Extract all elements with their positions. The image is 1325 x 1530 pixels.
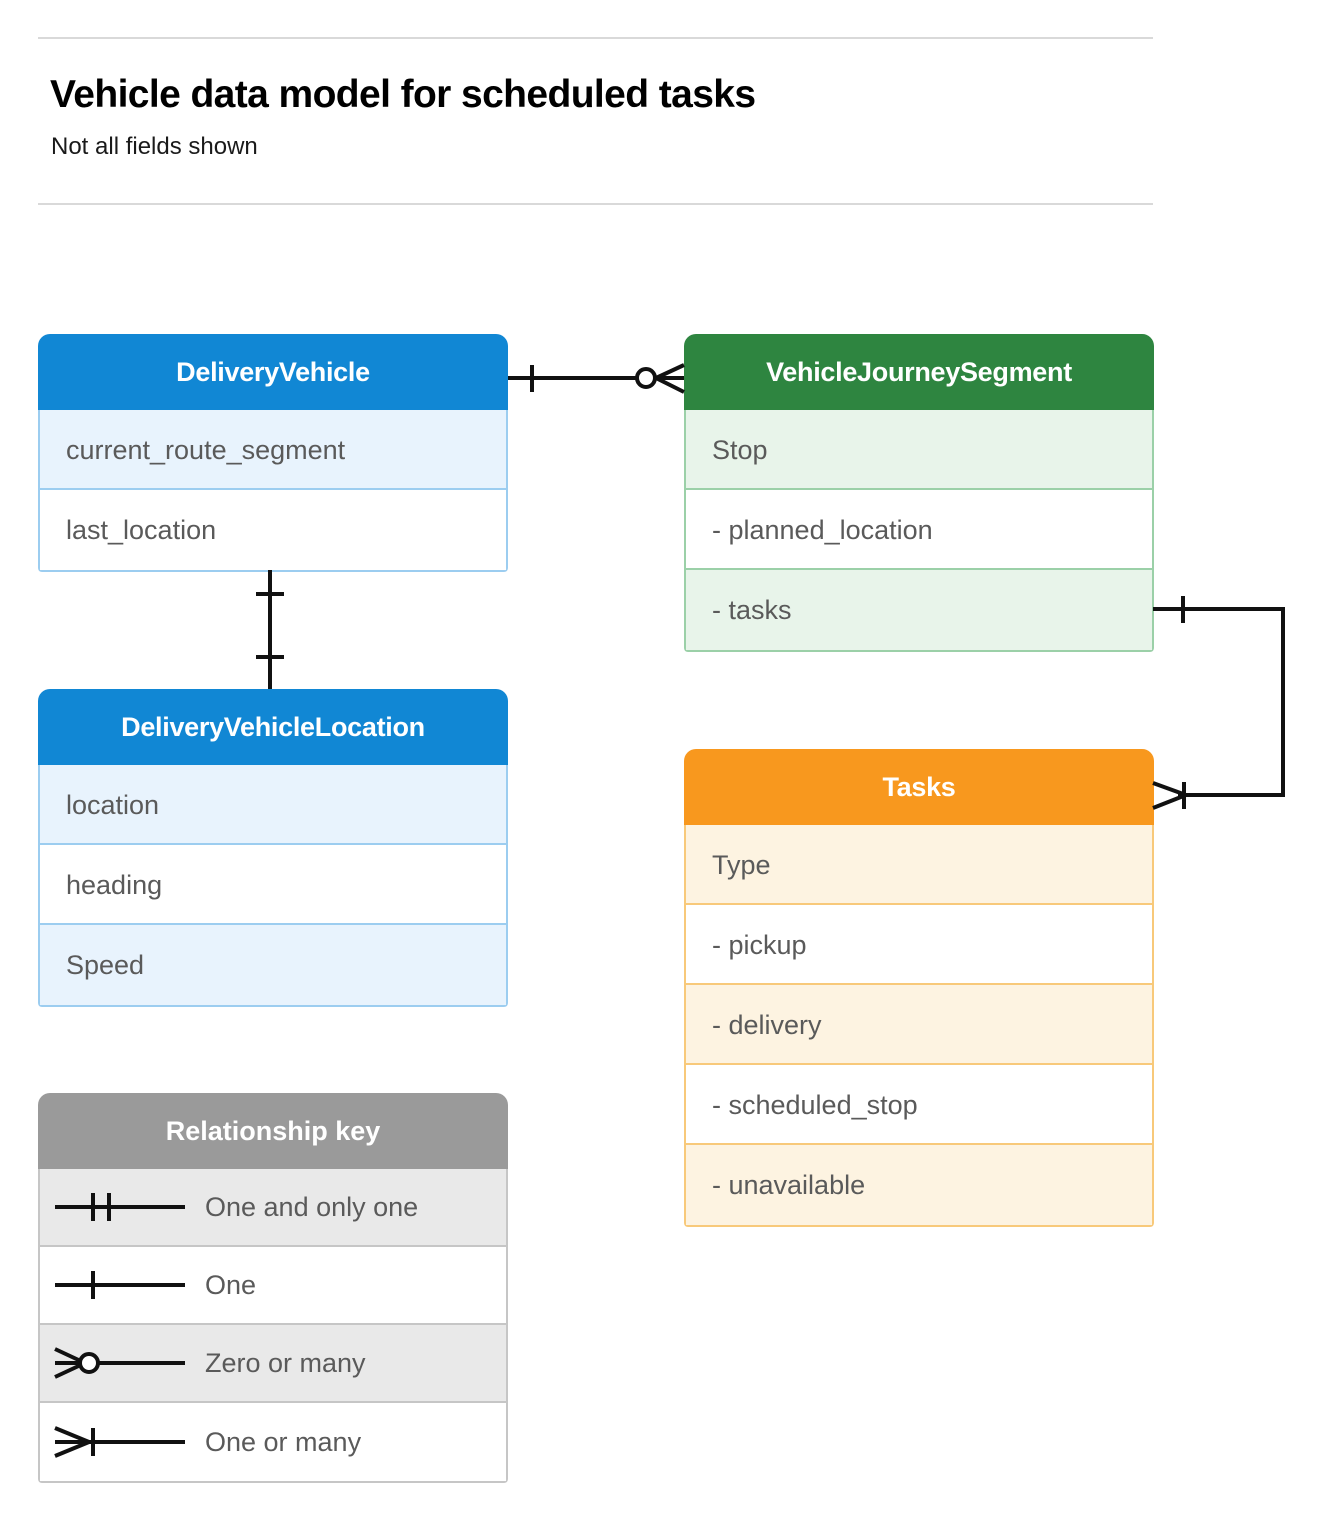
entity-field-pickup: - pickup (686, 905, 1152, 985)
legend-rows: One and only one One Zero (38, 1169, 508, 1483)
entity-header-delivery-vehicle: DeliveryVehicle (38, 334, 508, 410)
entity-rows-delivery-vehicle-location: location heading Speed (38, 765, 508, 1007)
header-divider-top (38, 37, 1153, 39)
legend-item-zero-or-many: Zero or many (40, 1325, 506, 1403)
entity-rows-vehicle-journey-segment: Stop - planned_location - tasks (684, 410, 1154, 652)
entity-field-scheduled-stop: - scheduled_stop (686, 1065, 1152, 1145)
relationship-key-legend: Relationship key One and only one One (38, 1093, 508, 1483)
entity-tasks[interactable]: Tasks Type - pickup - delivery - schedul… (684, 749, 1154, 1227)
entity-header-delivery-vehicle-location: DeliveryVehicleLocation (38, 689, 508, 765)
legend-item-one-and-only-one: One and only one (40, 1169, 506, 1247)
legend-label-one: One (205, 1269, 257, 1300)
legend-label-one-and-only-one: One and only one (205, 1191, 419, 1222)
legend-item-one-or-many: One or many (40, 1403, 506, 1481)
entity-field-current-route-segment: current_route_segment (40, 410, 506, 490)
entity-field-tasks: - tasks (686, 570, 1152, 650)
entity-rows-tasks: Type - pickup - delivery - scheduled_sto… (684, 825, 1154, 1227)
entity-field-unavailable: - unavailable (686, 1145, 1152, 1225)
connector-vehiclejourneysegment-tasks (1152, 596, 1285, 810)
entity-field-delivery: - delivery (686, 985, 1152, 1065)
entity-field-location: location (40, 765, 506, 845)
legend-label-one-or-many: One or many (205, 1426, 362, 1457)
one-or-many-icon (40, 1422, 205, 1462)
entity-field-speed: Speed (40, 925, 506, 1005)
page-subtitle: Not all fields shown (51, 133, 258, 160)
entity-field-heading: heading (40, 845, 506, 925)
entity-field-last-location: last_location (40, 490, 506, 570)
entity-vehicle-journey-segment[interactable]: VehicleJourneySegment Stop - planned_loc… (684, 334, 1154, 652)
entity-delivery-vehicle[interactable]: DeliveryVehicle current_route_segment la… (38, 334, 508, 572)
legend-item-one: One (40, 1247, 506, 1325)
one-and-only-one-icon (40, 1187, 205, 1227)
page-title: Vehicle data model for scheduled tasks (50, 73, 756, 116)
entity-rows-delivery-vehicle: current_route_segment last_location (38, 410, 508, 572)
entity-header-vehicle-journey-segment: VehicleJourneySegment (684, 334, 1154, 410)
entity-header-tasks: Tasks (684, 749, 1154, 825)
header-divider-bottom (38, 203, 1153, 205)
legend-label-zero-or-many: Zero or many (205, 1347, 366, 1378)
legend-title: Relationship key (38, 1093, 508, 1169)
entity-field-stop: Stop (686, 410, 1152, 490)
entity-field-type: Type (686, 825, 1152, 905)
entity-field-planned-location: - planned_location (686, 490, 1152, 570)
entity-delivery-vehicle-location[interactable]: DeliveryVehicleLocation location heading… (38, 689, 508, 1007)
connector-deliveryvehicle-vehiclejourneysegment (508, 363, 685, 394)
connector-deliveryvehicle-deliveryvehiclelocation (256, 570, 284, 689)
one-icon (40, 1265, 205, 1305)
zero-or-many-icon (40, 1343, 205, 1383)
